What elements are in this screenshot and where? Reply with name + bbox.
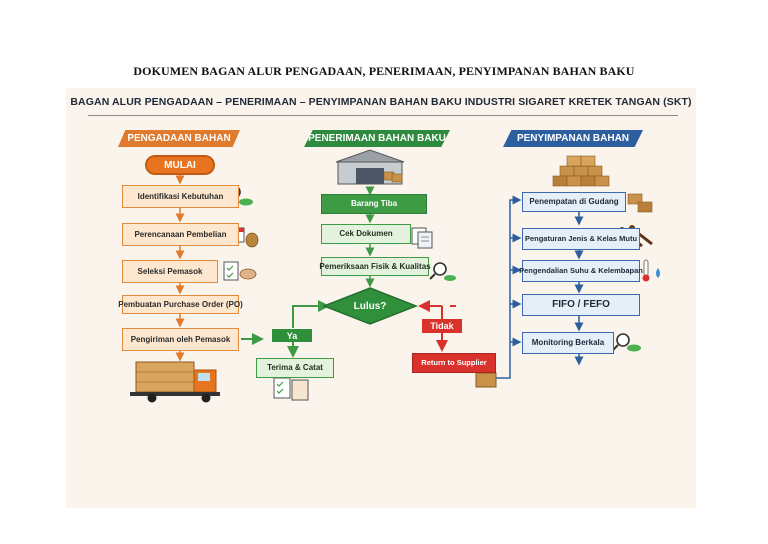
step-seleksi-pemasok: Seleksi Pemasok	[122, 260, 218, 283]
start-terminal: MULAI	[145, 155, 215, 175]
box-icon	[627, 193, 653, 213]
step-pengendalian-suhu: Pengendalian Suhu & Kelembapan	[519, 260, 643, 282]
flow-connectors	[130, 149, 660, 403]
step-penempatan-gudang: Penempatan di Gudang	[522, 192, 626, 212]
step-perencanaan-pembelian: Perencanaan Pembelian	[122, 223, 239, 246]
decision-lulus: Lulus?	[353, 300, 387, 312]
step-identifikasi-kebutuhan: Identifikasi Kebutuhan	[122, 185, 239, 208]
step-barang-tiba: Barang Tiba	[321, 194, 427, 214]
step-pemeriksaan-fisik: Pemeriksaan Fisik & Kualitas	[319, 257, 431, 276]
no-label: Tidak	[422, 319, 462, 333]
step-pengaturan-jenis: Pengaturan Jenis & Kelas Mutu	[522, 228, 640, 250]
warehouse-icon	[335, 149, 405, 185]
documents-icon	[411, 227, 433, 249]
step-cek-dokumen: Cek Dokumen	[321, 224, 411, 244]
truck-icon	[130, 361, 220, 403]
step-terima-catat: Terima & Catat	[256, 358, 334, 378]
magnifier-icon	[612, 333, 641, 352]
procurement-header: PENGADAAN BAHAN BAKU	[118, 130, 240, 147]
document-title: DOKUMEN BAGAN ALUR PENGADAAN, PENERIMAAN…	[133, 64, 635, 78]
chart-title: BAGAN ALUR PENGADAAN – PENERIMAAN – PENY…	[70, 96, 692, 108]
step-purchase-order: Pembuatan Purchase Order (PO)	[118, 295, 243, 314]
title-divider	[88, 115, 678, 116]
step-fifo-fefo: FIFO / FEFO	[522, 294, 640, 316]
step-return-supplier: Return to Supplier	[412, 353, 496, 373]
storage-header: PENYIMPANAN BAHAN BAKU	[503, 130, 643, 147]
clipboard-icon	[273, 377, 309, 401]
yes-label: Ya	[272, 329, 312, 342]
storage-boxes-icon	[552, 155, 610, 187]
magnifier-icon	[429, 262, 456, 281]
thermometer-icon	[642, 259, 660, 282]
step-monitoring-berkala: Monitoring Berkala	[522, 332, 614, 354]
step-pengiriman-pemasok: Pengiriman oleh Pemasok	[122, 328, 239, 351]
receiving-header: PENERIMAAN BAHAN BAKU	[304, 130, 450, 147]
checklist-handshake-icon	[223, 261, 257, 281]
flowchart-panel: BAGAN ALUR PENGADAAN – PENERIMAAN – PENY…	[66, 88, 696, 508]
